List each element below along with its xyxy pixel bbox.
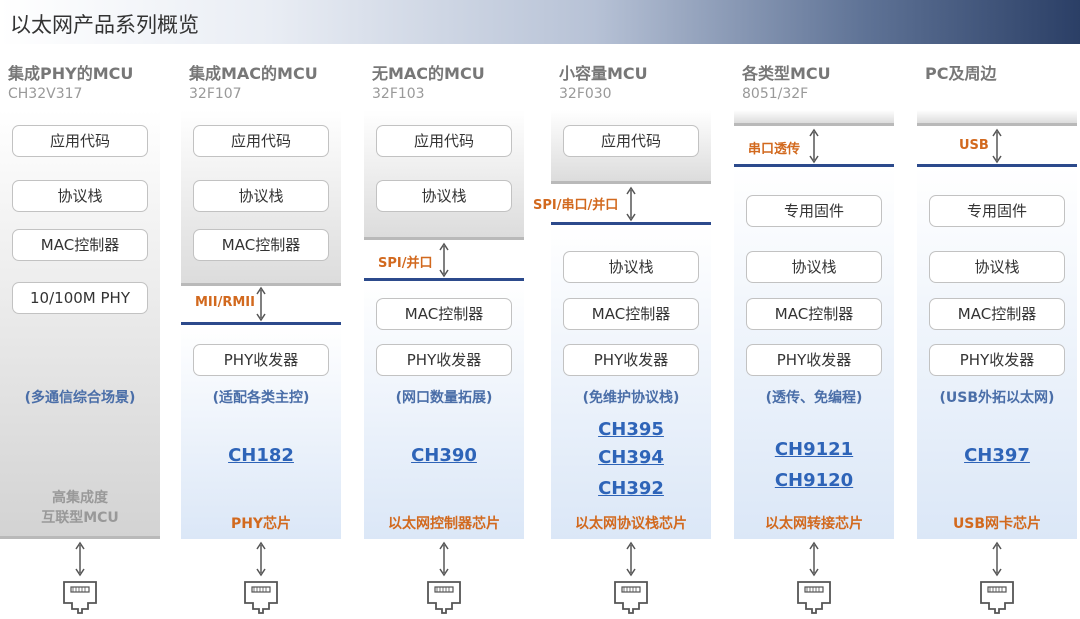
column-subtitle: CH32V317 (8, 86, 83, 102)
ethernet-port-icon (244, 581, 278, 614)
chip-link[interactable]: CH9120 (774, 470, 854, 491)
category-label: 以太网协议栈芯片 (575, 516, 687, 532)
chip-link[interactable]: CH182 (228, 445, 294, 466)
interface-label: MII/RMII (195, 295, 255, 310)
stack-box: 应用代码 (563, 125, 699, 157)
page-title: 以太网产品系列概览 (10, 13, 199, 37)
mcu-block (734, 110, 894, 126)
stack-box: MAC控制器 (746, 298, 882, 330)
ethernet-port-icon (427, 581, 461, 614)
stack-box: PHY收发器 (376, 344, 512, 376)
stack-box: MAC控制器 (12, 229, 148, 261)
category-label: 高集成度 互联型MCU (0, 488, 160, 528)
stack-box: PHY收发器 (193, 344, 329, 376)
column-title: PC及周边 (925, 64, 997, 83)
mcu-block (917, 110, 1077, 126)
chip-link[interactable]: CH395 (598, 419, 664, 440)
double-arrow-icon (809, 128, 819, 164)
ethernet-port-icon (980, 581, 1014, 614)
chip-link[interactable]: CH390 (411, 445, 477, 466)
chip-link[interactable]: CH392 (598, 478, 664, 499)
category-line: 高集成度 (52, 490, 108, 506)
double-arrow-icon (992, 541, 1002, 577)
chip-link[interactable]: CH397 (964, 445, 1030, 466)
stack-box: 协议栈 (746, 251, 882, 283)
stack-box: 协议栈 (376, 180, 512, 212)
interface-label: SPI/并口 (378, 256, 433, 271)
category-label: USB网卡芯片 (952, 516, 1042, 532)
stack-box: 专用固件 (746, 195, 882, 227)
column-subtitle: 32F103 (372, 86, 425, 102)
stack-box: 协议栈 (12, 180, 148, 212)
column-title: 各类型MCU (742, 64, 831, 83)
stack-box: 协议栈 (929, 251, 1065, 283)
usage-note: (透传、免编程) (765, 390, 863, 406)
column-subtitle: 32F030 (559, 86, 612, 102)
double-arrow-icon (809, 541, 819, 577)
double-arrow-icon (256, 541, 266, 577)
usage-note: (网口数量拓展) (395, 390, 493, 406)
usage-note: (适配各类主控) (212, 390, 310, 406)
column-subtitle: 32F107 (189, 86, 242, 102)
mcu-block (0, 110, 160, 539)
ethernet-port-icon (614, 581, 648, 614)
stack-box: MAC控制器 (563, 298, 699, 330)
stack-box: PHY收发器 (563, 344, 699, 376)
interface-label: SPI/串口/并口 (533, 198, 619, 213)
category-line: 互联型MCU (41, 510, 119, 526)
column-title: 小容量MCU (559, 64, 648, 83)
usage-note: (多通信综合场景) (24, 390, 136, 406)
double-arrow-icon (439, 541, 449, 577)
usage-note: (免维护协议栈) (582, 390, 680, 406)
stack-box: MAC控制器 (929, 298, 1065, 330)
interface-label: USB (959, 138, 989, 153)
column-title: 集成PHY的MCU (8, 64, 134, 83)
chip-link[interactable]: CH394 (598, 447, 664, 468)
ethernet-port-icon (797, 581, 831, 614)
stack-box: 协议栈 (563, 251, 699, 283)
stack-box: 10/100M PHY (12, 282, 148, 314)
double-arrow-icon (439, 242, 449, 278)
stack-box: PHY收发器 (746, 344, 882, 376)
stack-box: 专用固件 (929, 195, 1065, 227)
interface-label: 串口透传 (748, 142, 801, 157)
stack-box: MAC控制器 (376, 298, 512, 330)
stack-box: 应用代码 (376, 125, 512, 157)
ethernet-port-icon (63, 581, 97, 614)
column-subtitle: 8051/32F (742, 86, 809, 102)
double-arrow-icon (626, 186, 636, 222)
column-title: 无MAC的MCU (372, 64, 485, 83)
stack-box: 应用代码 (193, 125, 329, 157)
stack-box: PHY收发器 (929, 344, 1065, 376)
stack-box: MAC控制器 (193, 229, 329, 261)
double-arrow-icon (992, 128, 1002, 164)
double-arrow-icon (626, 541, 636, 577)
category-label: 以太网控制器芯片 (388, 516, 500, 532)
double-arrow-icon (75, 541, 85, 577)
category-label: 以太网转接芯片 (765, 516, 863, 532)
chip-link[interactable]: CH9121 (774, 439, 854, 460)
stack-box: 应用代码 (12, 125, 148, 157)
column-title: 集成MAC的MCU (189, 64, 318, 83)
double-arrow-icon (256, 286, 266, 322)
title-bar: 以太网产品系列概览 (0, 0, 1080, 44)
usage-note: (USB外拓以太网) (939, 390, 1055, 406)
stack-box: 协议栈 (193, 180, 329, 212)
category-label: PHY芯片 (230, 516, 292, 532)
